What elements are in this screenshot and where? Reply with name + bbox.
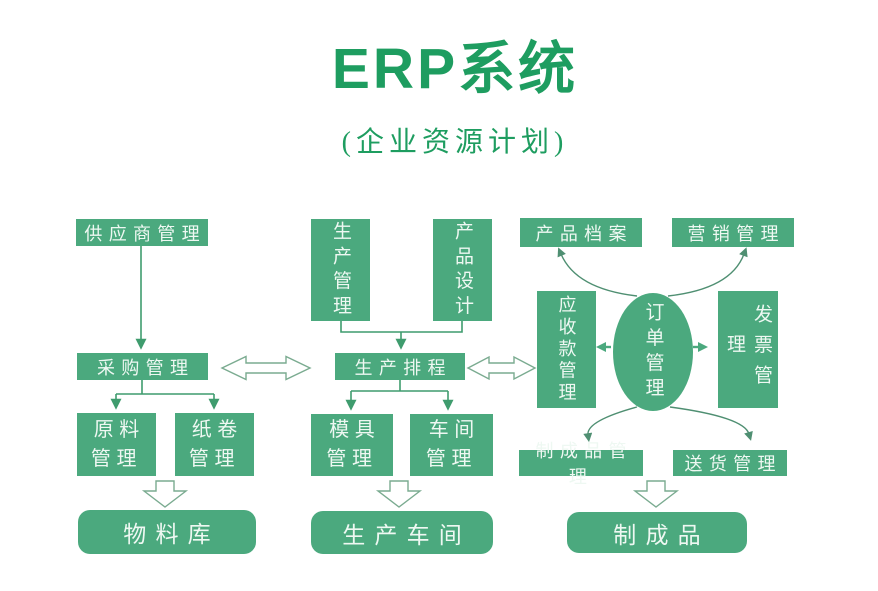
node-finished-product-management: 制成品管理 <box>519 441 643 487</box>
curve-orders-to-marketing <box>667 247 748 297</box>
double-arrow-purchasing-scheduling <box>220 355 312 381</box>
diagram-header: ERP系统 (企业资源计划) <box>32 37 878 160</box>
node-raw-material-management: 原料管理 <box>77 413 156 476</box>
diagram-subtitle: (企业资源计划) <box>341 126 569 158</box>
branch-purchasing <box>116 380 214 395</box>
node-delivery-management: 送货管理 <box>673 450 787 476</box>
node-production-workshop: 生产车间 <box>311 511 493 554</box>
block-arrow-to-material-store <box>141 480 189 508</box>
branch-scheduling <box>351 380 448 392</box>
node-production-scheduling: 生产排程 <box>335 353 465 380</box>
diagram-title: ERP系统 <box>331 37 579 101</box>
node-accounts-receivable-management: 应收款管理 <box>537 291 596 408</box>
curve-orders-to-delivery <box>669 406 753 441</box>
node-product-design: 产品设计 <box>433 219 492 321</box>
block-arrow-to-production-floor <box>375 480 423 508</box>
block-arrow-to-finished-goods <box>632 480 680 508</box>
curve-orders-to-product-archive <box>557 247 638 297</box>
node-mold-management: 模具管理 <box>311 414 393 476</box>
node-marketing-management: 营销管理 <box>672 218 794 247</box>
node-finished-products: 制成品 <box>567 512 747 553</box>
node-supplier-management: 供应商管理 <box>76 219 208 246</box>
curve-orders-to-finished-mgmt <box>583 406 638 443</box>
node-product-archive: 产品档案 <box>520 218 642 247</box>
node-order-management: 订单管理 <box>613 293 693 411</box>
node-production-management: 生产管理 <box>311 219 370 321</box>
node-purchasing-management: 采购管理 <box>77 353 208 380</box>
node-invoice-management: 发票管理 <box>718 291 778 408</box>
node-workshop-management: 车间管理 <box>410 414 493 476</box>
node-material-warehouse: 物料库 <box>78 510 256 554</box>
double-arrow-scheduling-receivables <box>466 355 537 381</box>
bracket-production-design <box>340 321 463 333</box>
node-paper-roll-management: 纸卷管理 <box>175 413 254 476</box>
